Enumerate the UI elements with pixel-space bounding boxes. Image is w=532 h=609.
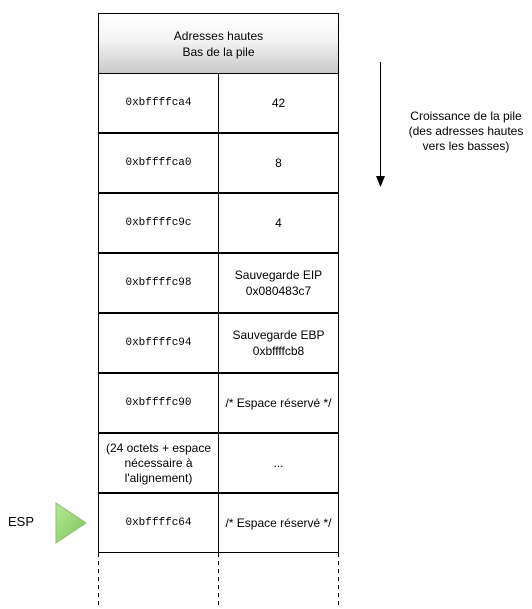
stack-header-high-addresses: Adresses hautes xyxy=(173,28,264,43)
stack-address: 0xbffffc94 xyxy=(98,313,219,373)
stack-address: 0xbffffc90 xyxy=(98,373,219,433)
stack-row: 0xbffffc64 /* Espace réservé */ xyxy=(98,493,339,553)
growth-label: Croissance de la pile (des adresses haut… xyxy=(408,109,524,153)
stack-address: 0xbffffca4 xyxy=(98,73,219,133)
stack-value: ... xyxy=(218,433,339,493)
growth-arrow-line xyxy=(380,62,381,180)
stack-row: 0xbffffc9c 4 xyxy=(98,193,339,253)
esp-label: ESP xyxy=(8,514,35,529)
stack-address: 0xbffffca0 xyxy=(98,133,219,193)
esp-pointer-icon xyxy=(55,502,87,544)
stack-row: 0xbffffc94 Sauvegarde EBP 0xbffffcb8 xyxy=(98,313,339,373)
stack-value: 42 xyxy=(218,73,339,133)
stack-value: 8 xyxy=(218,133,339,193)
stack-value: /* Espace réservé */ xyxy=(218,373,339,433)
stack-value: /* Espace réservé */ xyxy=(218,493,339,553)
stack-row: (24 octets + espace nécessaire à l'align… xyxy=(98,433,339,493)
stack-row: 0xbffffc98 Sauvegarde EIP 0x080483c7 xyxy=(98,253,339,313)
stack-row: 0xbffffca0 8 xyxy=(98,133,339,193)
stack-gap-note: (24 octets + espace nécessaire à l'align… xyxy=(98,433,219,493)
stack-value: Sauvegarde EIP 0x080483c7 xyxy=(218,253,339,313)
growth-arrow-head-icon xyxy=(376,176,385,187)
stack-address: 0xbffffc64 xyxy=(98,493,219,553)
stack-value: Sauvegarde EBP 0xbffffcb8 xyxy=(218,313,339,373)
stack-row: 0xbffffc90 /* Espace réservé */ xyxy=(98,373,339,433)
stack-header-stack-bottom: Bas de la pile xyxy=(182,44,255,59)
stack-value: 4 xyxy=(218,193,339,253)
stack-header: Adresses hautes Bas de la pile xyxy=(98,13,339,74)
stack-row: 0xbffffca4 42 xyxy=(98,73,339,133)
stack-address: 0xbffffc98 xyxy=(98,253,219,313)
stack-address: 0xbffffc9c xyxy=(98,193,219,253)
stack-continuation xyxy=(98,553,339,609)
